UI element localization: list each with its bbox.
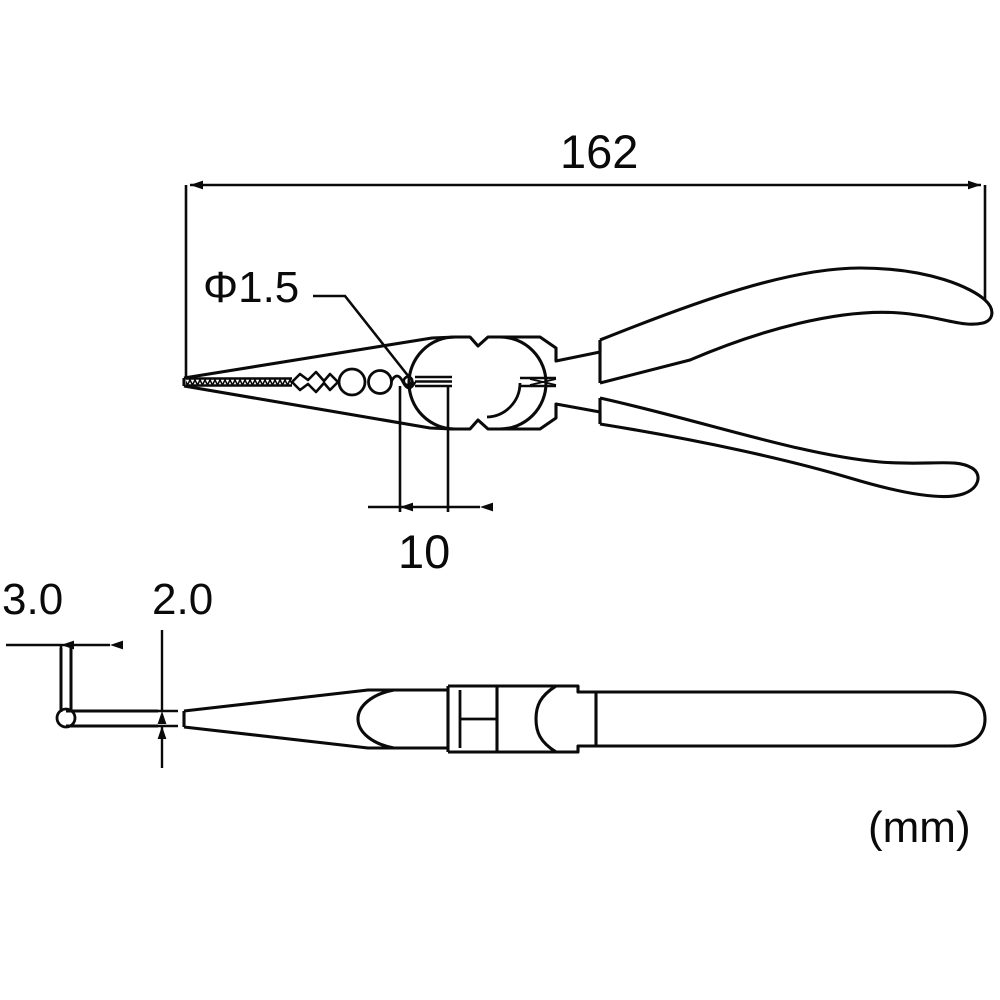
serration-band-edges xyxy=(186,377,292,387)
dim-162-group xyxy=(184,180,987,378)
wire-loop-hole-large xyxy=(337,367,367,397)
tip-detail-group xyxy=(55,648,158,729)
lower-handle xyxy=(599,396,980,499)
joint-curve xyxy=(534,684,557,754)
top-view-inner-edges xyxy=(394,688,448,750)
wire-loop-hole-medium xyxy=(367,369,393,395)
upper-head-outline xyxy=(455,335,602,363)
dim-10-group xyxy=(368,386,493,512)
joint-upper-step xyxy=(556,684,596,694)
top-view-upper-edge xyxy=(183,688,448,713)
top-view-group xyxy=(182,684,987,754)
dim-phi15-leader-group xyxy=(313,294,411,378)
joint-lower-step xyxy=(556,744,596,754)
joint-band-edges xyxy=(497,684,556,754)
side-view-group xyxy=(182,266,994,499)
top-view-handle xyxy=(596,690,987,748)
pivot-cross-detail xyxy=(529,378,557,386)
top-view-lower-edge xyxy=(183,725,448,750)
units-note-label: (mm) xyxy=(868,803,971,852)
upper-handle xyxy=(599,266,994,385)
upper-jaw-top-edge xyxy=(183,335,456,380)
serrated-grip-profile xyxy=(290,370,340,394)
rivet-band-top-bottom xyxy=(448,684,497,754)
cutter-slot-lines xyxy=(415,375,452,388)
dim-label-overall-length: 162 xyxy=(560,125,639,178)
lower-jaw-bottom-edge xyxy=(183,384,453,431)
dim-20-group xyxy=(157,630,178,768)
dim-label-tip-thickness: 2.0 xyxy=(152,575,214,624)
dim-label-tip-bend: 3.0 xyxy=(2,575,64,624)
pivot-inner-arc xyxy=(486,382,522,419)
dim-30-group xyxy=(6,640,123,650)
dim-label-hole-diameter: Φ1.5 xyxy=(203,263,300,312)
lower-head-outline xyxy=(452,402,602,431)
pivot-boss-left-arc xyxy=(407,335,456,431)
jaw-serrations xyxy=(186,378,292,386)
dim-label-jaw-offset: 10 xyxy=(398,525,451,578)
pivot-gap-lines xyxy=(520,376,556,388)
top-view-inner-taper xyxy=(356,688,395,750)
dim-phi15-leader-line xyxy=(313,294,411,378)
